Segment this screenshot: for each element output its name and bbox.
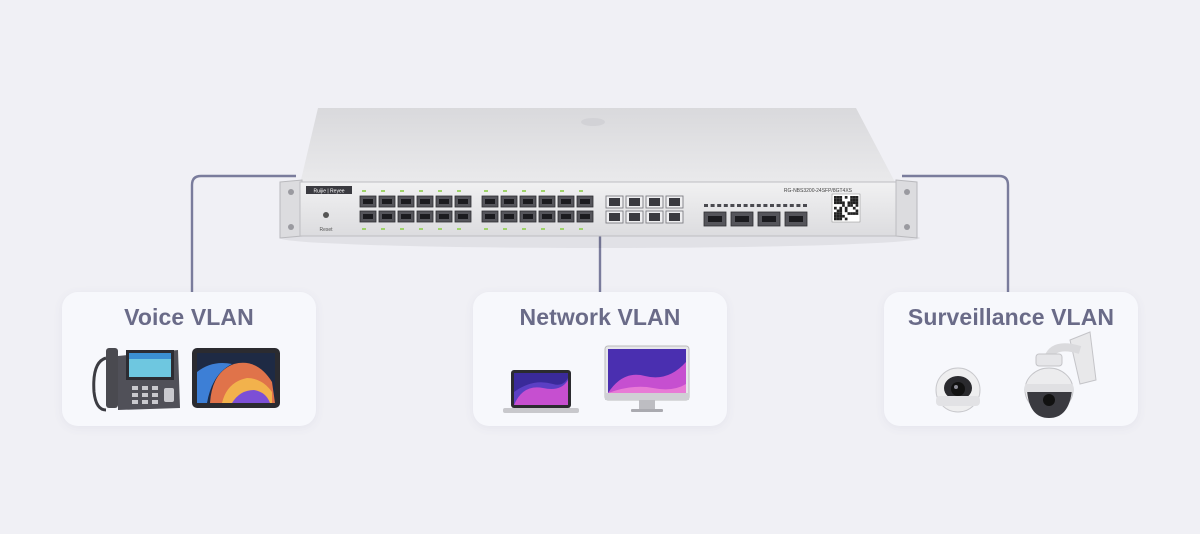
- rack-ear-left: [279, 179, 303, 239]
- model-label: RG-NBS3200-24SFP/8GT4XS: [784, 188, 853, 194]
- qr-code: [831, 193, 861, 223]
- reset-button[interactable]: [323, 212, 329, 218]
- network-vlan-title: Network VLAN: [519, 304, 681, 330]
- sfp-port-group-1: [359, 190, 472, 230]
- dome-camera-icon: [935, 367, 981, 413]
- ptz-camera-icon: [1024, 331, 1097, 418]
- sfp-plus-port-group: [703, 204, 808, 227]
- connector-voice: [190, 174, 296, 292]
- network-vlan-card: Network VLAN: [473, 292, 727, 426]
- brand-text: Ruijie | Reyee: [313, 189, 344, 195]
- surveillance-vlan-card: Surveillance VLAN: [884, 292, 1138, 426]
- reset-label: Reset: [319, 227, 333, 233]
- voice-vlan-card: Voice VLAN: [62, 292, 316, 426]
- brand-badge: [306, 186, 352, 194]
- laptop-icon: [503, 370, 579, 413]
- rack-ear-right: [895, 179, 918, 239]
- tablet-icon: [192, 348, 280, 408]
- rj45-port-group: [605, 195, 684, 224]
- sfp-port-group-2: [481, 190, 594, 230]
- voice-vlan-title: Voice VLAN: [124, 304, 254, 330]
- connector-surveillance: [902, 174, 1010, 292]
- switch-front-panel: [299, 181, 897, 237]
- switch-top: [300, 108, 896, 184]
- desktop-monitor-icon: [604, 345, 690, 412]
- ip-phone-icon: [92, 348, 180, 412]
- surveillance-vlan-title: Surveillance VLAN: [907, 304, 1115, 330]
